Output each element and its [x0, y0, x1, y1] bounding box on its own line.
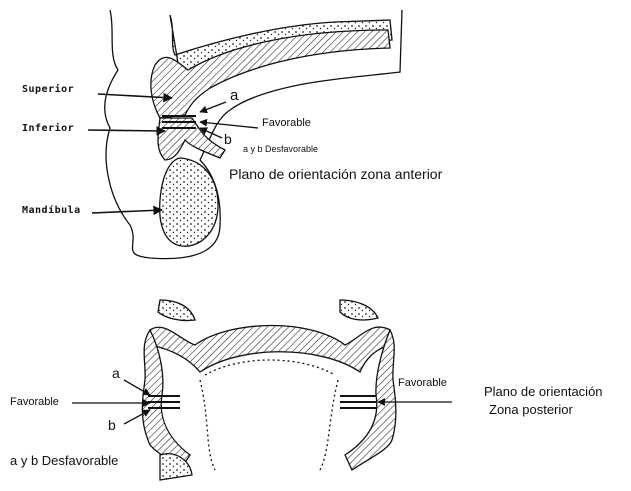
label-anterior-favorable: Favorable — [262, 118, 311, 129]
caption-anterior: Plano de orientación zona anterior — [229, 167, 442, 181]
palate-hatched-arch — [150, 325, 392, 372]
label-inferior: Inferior — [22, 124, 74, 134]
label-posterior-desfavorable: a y b Desfavorable — [10, 454, 118, 467]
label-anterior-a: a — [230, 88, 238, 103]
label-anterior-desfavorable: a y b Desfavorable — [243, 145, 318, 154]
label-posterior-a: a — [112, 366, 120, 380]
anterior-lower-hatch — [158, 118, 225, 160]
anterior-section-figure — [88, 10, 402, 259]
caption-posterior-line1: Plano de orientación — [484, 385, 603, 398]
posterior-section-figure — [72, 300, 452, 480]
label-posterior-favorable-right: Favorable — [398, 378, 447, 389]
label-superior: Superior — [22, 85, 74, 95]
posterior-upper-bone-right — [340, 300, 378, 320]
posterior-upper-bone-left — [158, 300, 195, 321]
anterior-a-pointer — [200, 102, 226, 112]
label-posterior-favorable-left: Favorable — [10, 397, 59, 408]
label-mandibula: Mandíbula — [22, 206, 81, 216]
caption-posterior-line2: Zona posterior — [489, 403, 573, 416]
label-posterior-b: b — [108, 418, 116, 432]
anterior-hatched-arch — [151, 30, 390, 118]
inferior-pointer — [88, 130, 165, 131]
label-anterior-b: b — [224, 132, 232, 146]
palate-inner-contour — [205, 360, 335, 375]
anterior-favorable-pointer — [200, 122, 258, 128]
mandibula-pointer — [92, 210, 162, 213]
